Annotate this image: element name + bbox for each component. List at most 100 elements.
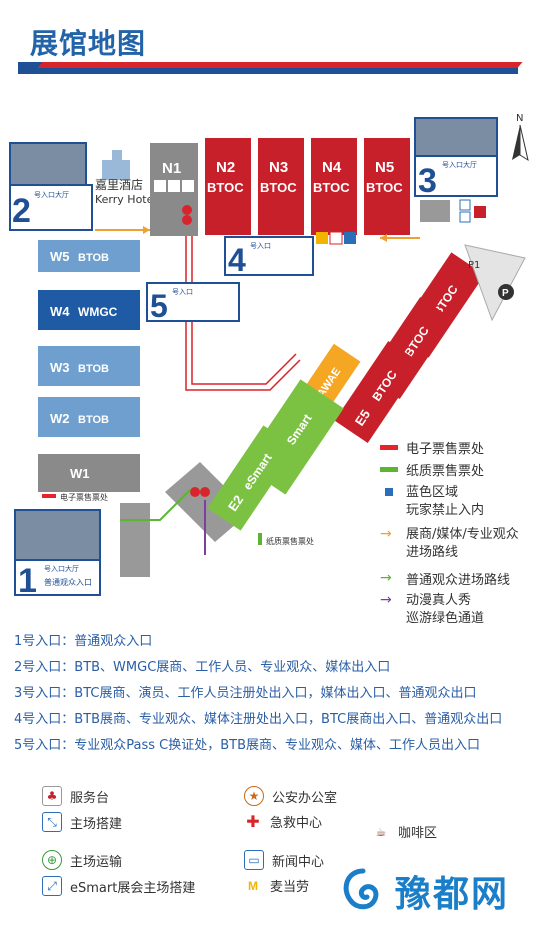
- hall-n3-sub: BTOC: [260, 180, 297, 195]
- legend-exhibitor-route-label: 展商/媒体/专业观众 进场路线: [406, 527, 519, 560]
- hotel-name-cn: 嘉里酒店: [95, 178, 143, 192]
- venue-map: N 嘉里酒店 Kerry Hotel N1 N2 BTOC N3 BTOC N4…: [9, 113, 529, 600]
- hall-e2-label: E2: [225, 492, 246, 514]
- entrance-5-callout: [146, 282, 240, 322]
- cosplay-route-arrow-icon: →: [380, 592, 392, 608]
- key-press-center-label: 新闻中心: [272, 854, 325, 870]
- hall-n4[interactable]: [311, 138, 357, 235]
- hall-n4-sub: BTOC: [313, 180, 350, 195]
- entrance-2-callout: [9, 184, 93, 231]
- entrance-list-item-5: 5号入口：专业观众Pass C换证处，BTB展商、专业观众、媒体、工作人员出入口: [14, 738, 481, 753]
- hall-n2[interactable]: [205, 138, 251, 235]
- key-service-desk: ♣ 服务台: [42, 786, 109, 806]
- legend-cosplay-route: → 动漫真人秀 巡游绿色通道: [380, 592, 519, 630]
- hall-e5-label: E5: [352, 407, 373, 429]
- restricted-swatch: [385, 488, 393, 496]
- hall-w5[interactable]: [38, 240, 140, 272]
- legend-e-ticket-label: 电子票售票处: [406, 441, 485, 457]
- hall-w3-label: W3: [50, 360, 70, 375]
- entrance-1-num: 1: [18, 562, 37, 600]
- hotel-name-en: Kerry Hotel: [95, 193, 156, 206]
- legend-visitor-route: → 普通观众进场路线: [380, 566, 519, 590]
- legend-paper-ticket: 纸质票售票处: [380, 458, 519, 480]
- entrance-1-title: 号入口大厅: [44, 564, 79, 573]
- e-ticket-label-w1: 电子票售票处: [60, 492, 108, 502]
- key-police: ★ 公安办公室: [244, 786, 337, 806]
- venue-build-icon: ⤡: [42, 812, 62, 832]
- hall-n3[interactable]: [258, 138, 304, 235]
- hall-w3[interactable]: [38, 346, 140, 386]
- hall-n5[interactable]: [364, 138, 410, 235]
- n1-facility-icons: [154, 180, 194, 225]
- police-icon: ★: [244, 786, 264, 806]
- hall-n2-sub: BTOC: [207, 180, 244, 195]
- hall-w1[interactable]: [38, 454, 140, 492]
- hall-n3-label: N3: [269, 159, 288, 176]
- hall-n2-label: N2: [216, 159, 235, 176]
- entrance-2-title: 号入口大厅: [34, 190, 69, 199]
- entrance-5-title: 号入口: [172, 288, 193, 296]
- entrance-3-icons: [459, 199, 486, 223]
- legend-cosplay-route-label: 动漫真人秀 巡游绿色通道: [406, 593, 485, 626]
- hall-w4-label: W4: [50, 304, 70, 319]
- entrance-2-photo: [9, 142, 87, 186]
- entrance-3-photo: [414, 117, 498, 157]
- key-first-aid-label: 急救中心: [270, 816, 323, 831]
- key-cafe-label: 咖啡区: [398, 826, 438, 841]
- paper-ticket-label: 纸质票售票处: [266, 536, 314, 546]
- paper-ticket-swatch: [380, 466, 398, 472]
- hall-w5-label: W5: [50, 249, 70, 264]
- hotel-building-icon: [102, 150, 130, 180]
- west-concourse: [120, 503, 150, 577]
- entrance-1-desc: 普通观众入口: [44, 577, 92, 587]
- entrance-4-title: 号入口: [250, 242, 271, 250]
- key-cafe: ☕ 咖啡区: [372, 822, 438, 842]
- key-first-aid: ✚ 急救中心: [244, 812, 322, 831]
- hall-w2-sub: BTOB: [78, 414, 109, 426]
- key-venue-build-label: 主场搭建: [70, 816, 123, 832]
- e-ticket-marker-w1: [42, 494, 56, 498]
- entrance-3-callout: [414, 155, 498, 197]
- key-police-label: 公安办公室: [272, 790, 338, 806]
- n4-facility-icons: [316, 231, 356, 245]
- hall-w3-sub: BTOB: [78, 363, 109, 375]
- entrance-3-title: 号入口大厅: [442, 160, 477, 169]
- entrance-3-num: 3: [418, 162, 437, 200]
- entrance-4-callout: [224, 236, 314, 276]
- venue-transport-icon: ⊕: [42, 850, 62, 870]
- paper-ticket-marker: [258, 533, 262, 545]
- cafe-icon: ☕: [375, 824, 387, 839]
- legend-restricted-label: 蓝色区域 玩家禁止入内: [406, 485, 485, 518]
- legend-e-ticket: 电子票售票处: [380, 436, 519, 458]
- hall-e5[interactable]: E5 BTOC: [334, 341, 422, 443]
- hall-e2[interactable]: E2 eSmart: [207, 425, 297, 531]
- entrance-list-item-2: 2号入口：BTB、WMGC展商、工作人员、专业观众、媒体出入口: [14, 660, 391, 675]
- hall-w4-sub: WMGC: [78, 305, 118, 319]
- hall-w1-label: W1: [70, 466, 90, 481]
- key-mcdonalds-label: 麦当劳: [270, 880, 310, 895]
- hall-w4[interactable]: [38, 290, 140, 330]
- watermark: 豫都网: [337, 865, 509, 917]
- key-venue-build: ⤡ 主场搭建: [42, 812, 122, 832]
- entrance-4-num: 4: [228, 242, 246, 278]
- svg-text:P: P: [502, 288, 509, 299]
- parking-label: P1: [468, 260, 480, 271]
- entrance-list-item-3: 3号入口：BTC展商、演员、工作人员注册处出入口，媒体出入口、普通观众出口: [14, 686, 477, 701]
- hall-n4-label: N4: [322, 159, 342, 176]
- key-venue-transport-label: 主场运输: [70, 854, 123, 870]
- parking-icon: [498, 284, 514, 300]
- key-esmart-build: ⤢ eSmart展会主场搭建: [42, 876, 195, 896]
- key-venue-transport: ⊕ 主场运输: [42, 850, 122, 870]
- map-legend: 电子票售票处 纸质票售票处 蓝色区域 玩家禁止入内 → 展商/媒体/专业观众 进…: [380, 436, 519, 630]
- key-mcdonalds: M 麦当劳: [244, 876, 310, 896]
- compass-icon: N: [512, 113, 529, 162]
- compass-label: N: [516, 113, 523, 124]
- watermark-text: 豫都网: [395, 874, 510, 915]
- page-title: 展馆地图: [30, 27, 147, 60]
- hall-w2[interactable]: [38, 397, 140, 437]
- hall-n5-sub: BTOC: [366, 180, 403, 195]
- key-service-desk-label: 服务台: [70, 790, 110, 806]
- entrance-1-photo: [14, 509, 101, 561]
- legend-restricted: 蓝色区域 玩家禁止入内: [380, 484, 519, 522]
- exhibitor-route-arrow-icon: →: [380, 526, 392, 542]
